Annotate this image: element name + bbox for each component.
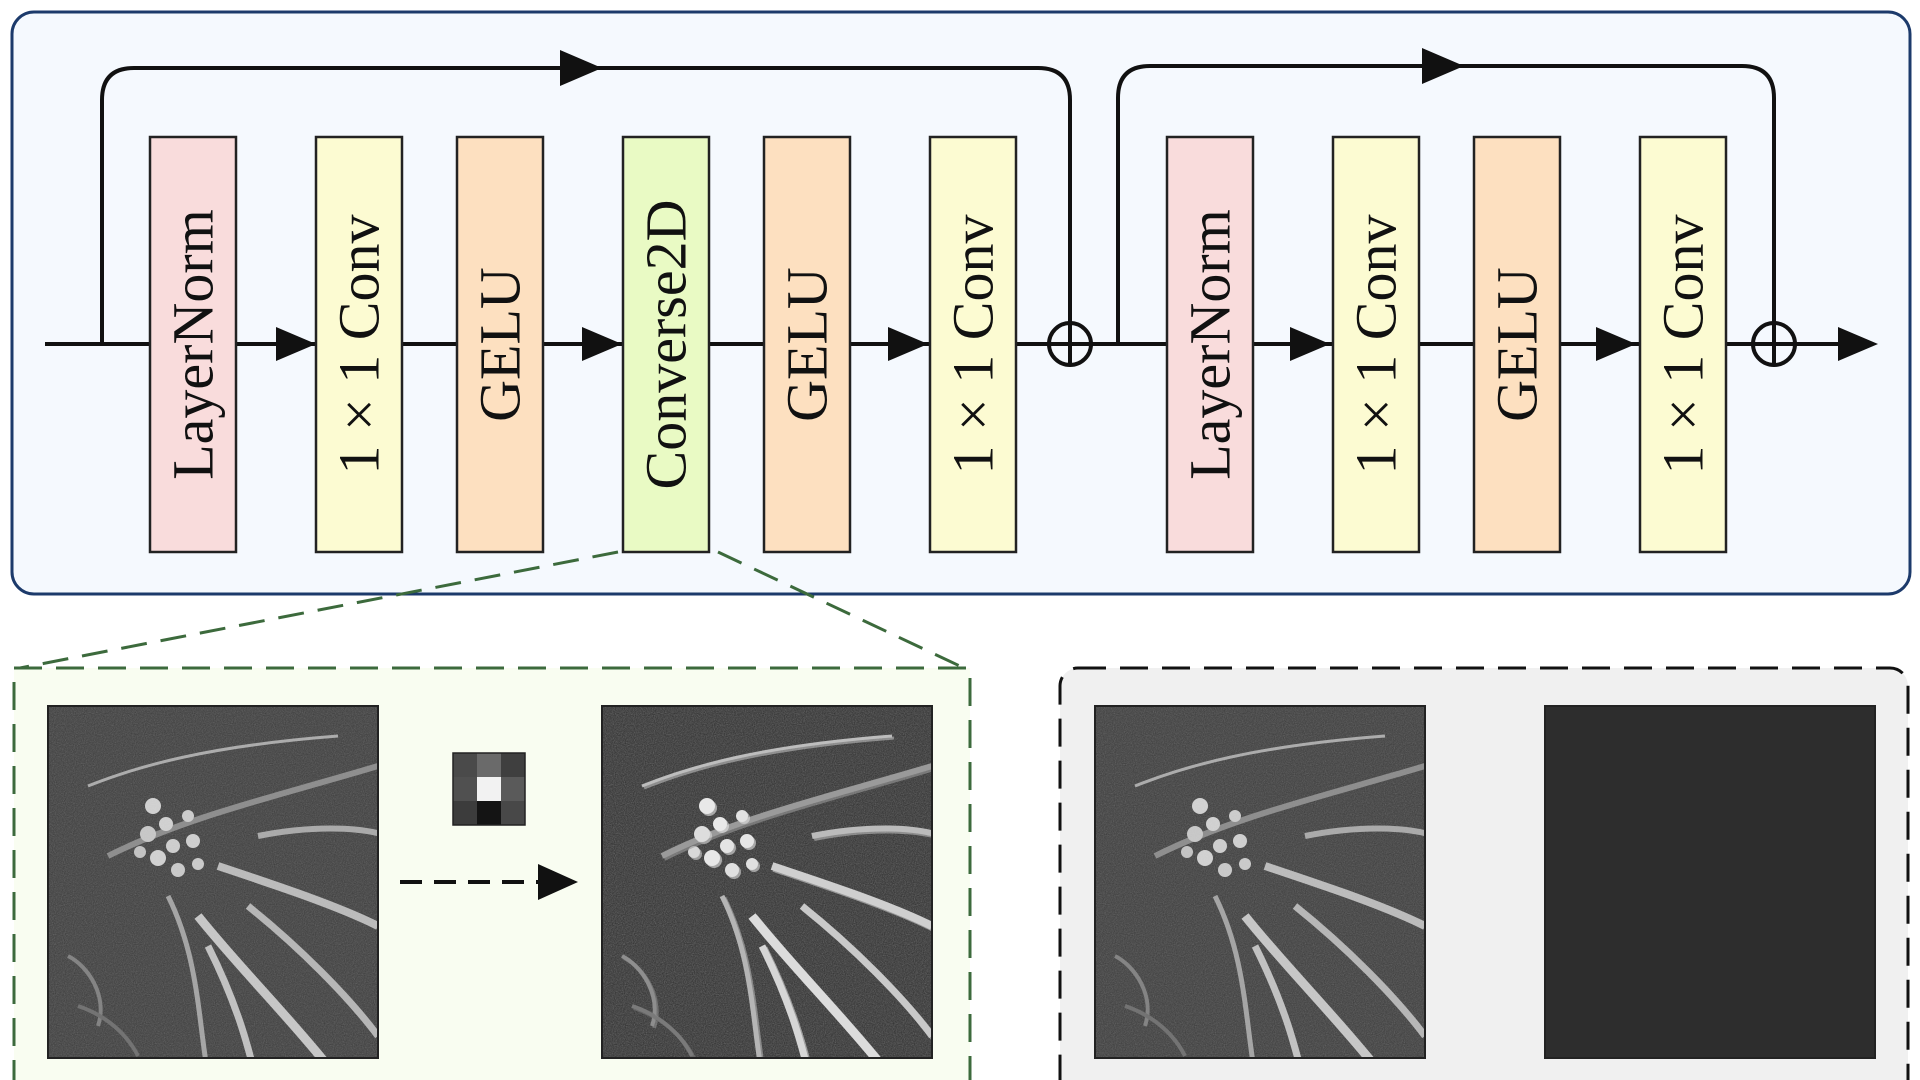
block-layernorm-1: LayerNorm — [148, 135, 238, 554]
block-label: Converse2D — [634, 200, 699, 490]
block-rect — [1331, 135, 1421, 554]
input-feature-map — [48, 706, 378, 1058]
output-feature-map-border — [601, 705, 933, 1059]
block-rect — [621, 135, 711, 554]
arrowhead-icon — [1838, 327, 1878, 361]
kernel-cell — [501, 777, 525, 801]
zoom-connector — [19, 550, 965, 670]
block-rect — [455, 135, 545, 554]
input-feature-map-border — [47, 705, 379, 1059]
block-label: 1 × 1 Conv — [1651, 215, 1716, 475]
kernel-cell — [501, 753, 525, 777]
kernel-cell — [477, 801, 501, 825]
arrowhead-icon — [1290, 327, 1330, 361]
block-rect — [314, 135, 404, 554]
kernel-cell — [453, 801, 477, 825]
arrowhead-icon — [582, 327, 622, 361]
block-label: LayerNorm — [161, 209, 226, 480]
kernel-border — [452, 752, 526, 826]
block-converse2d: Converse2D — [621, 135, 711, 554]
arrowhead-icon — [538, 864, 578, 900]
block-conv-1: 1 × 1 Conv — [314, 135, 404, 554]
block-rect — [762, 135, 852, 554]
block-rect — [928, 135, 1018, 554]
kernel-grid-icon — [452, 752, 526, 826]
block-label: GELU — [468, 267, 533, 422]
block-gelu-1: GELU — [455, 135, 545, 554]
arrowhead-icon — [888, 327, 928, 361]
block-label: 1 × 1 Conv — [1344, 215, 1409, 475]
block-conv-4: 1 × 1 Conv — [1638, 135, 1728, 554]
block-label: LayerNorm — [1178, 209, 1243, 480]
kernel-cell — [453, 753, 477, 777]
circled-plus-icon — [1751, 321, 1797, 367]
arrowhead-icon — [276, 48, 1878, 361]
circled-plus-icon — [1047, 321, 1093, 367]
comparison-feature-map — [1095, 706, 1425, 1058]
dark-output-map — [1544, 705, 1876, 1059]
block-gelu-2: GELU — [762, 135, 852, 554]
kernel-cell — [477, 753, 501, 777]
block-label: GELU — [1485, 267, 1550, 422]
block-gelu-3: GELU — [1472, 135, 1562, 554]
arrowhead-icon — [276, 327, 316, 361]
pipeline-blocks: LayerNorm 1 × 1 Conv GELU Converse2D GELU 1 ×… — [148, 135, 1728, 554]
block-rect — [1472, 135, 1562, 554]
kernel-cell — [453, 777, 477, 801]
block-conv-3: 1 × 1 Conv — [1331, 135, 1421, 554]
block-rect — [1165, 135, 1255, 554]
kernel-cell — [477, 777, 501, 801]
comparison-feature-map-border — [1094, 705, 1426, 1059]
block-label: GELU — [775, 267, 840, 422]
block-label: 1 × 1 Conv — [327, 215, 392, 475]
block-layernorm-2: LayerNorm — [1165, 135, 1255, 554]
kernel-cell — [501, 801, 525, 825]
block-conv-2: 1 × 1 Conv — [928, 135, 1018, 554]
dashed-arrow — [400, 864, 578, 900]
block-label: 1 × 1 Conv — [941, 215, 1006, 475]
arrowhead-icon — [1596, 327, 1636, 361]
block-rect — [148, 135, 238, 554]
block-rect — [1638, 135, 1728, 554]
arrowhead-icon — [560, 50, 602, 86]
output-feature-map — [602, 706, 932, 1058]
arrowhead-icon — [1422, 48, 1464, 84]
